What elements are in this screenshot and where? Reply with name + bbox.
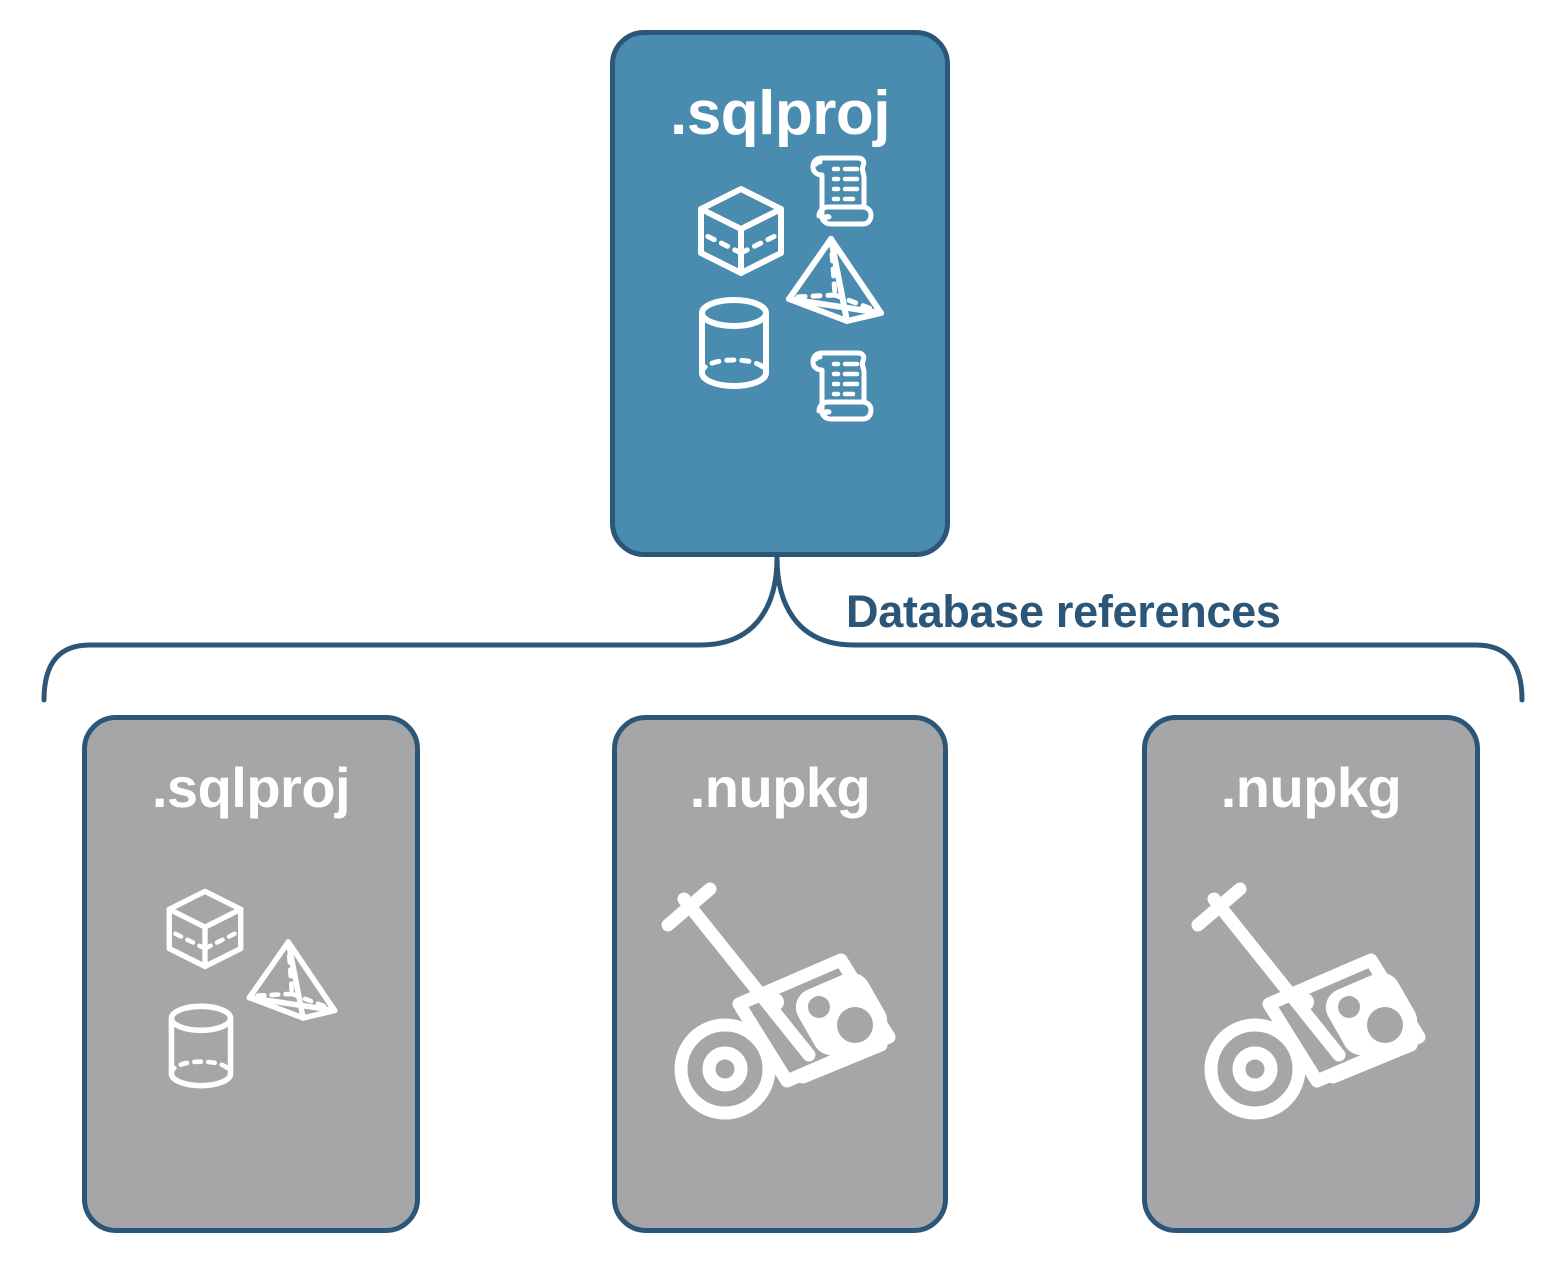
cylinder-icon: [168, 1003, 234, 1089]
pyramid-icon: [786, 236, 884, 324]
root-node-icon-area: [615, 145, 945, 552]
reference-node-label: .nupkg: [689, 756, 871, 819]
root-node-label: .sqlproj: [670, 79, 890, 148]
root-node-sqlproj[interactable]: .sqlproj: [610, 30, 950, 557]
reference-node-label: .sqlproj: [151, 756, 351, 819]
scroll-icon: [810, 155, 874, 227]
cube-icon: [166, 888, 244, 970]
cylinder-icon: [699, 297, 769, 389]
connector-label: Database references: [846, 586, 1281, 637]
reference-node-nupkg-2[interactable]: .nupkg: [1142, 715, 1480, 1233]
hand-truck-icon: [661, 882, 896, 1120]
reference-node-sqlproj[interactable]: .sqlproj: [82, 715, 420, 1233]
cube-icon: [698, 186, 784, 276]
hand-truck-icon: [1191, 882, 1426, 1120]
pyramid-icon: [246, 939, 338, 1021]
reference-node-icon-area: [1147, 816, 1475, 1228]
reference-node-icon-area: [87, 816, 415, 1228]
scroll-icon: [810, 350, 874, 422]
reference-node-icon-area: [617, 816, 943, 1228]
reference-node-nupkg-1[interactable]: .nupkg: [612, 715, 948, 1233]
brace-connector: [41, 555, 1525, 703]
reference-node-label: .nupkg: [1220, 756, 1402, 819]
